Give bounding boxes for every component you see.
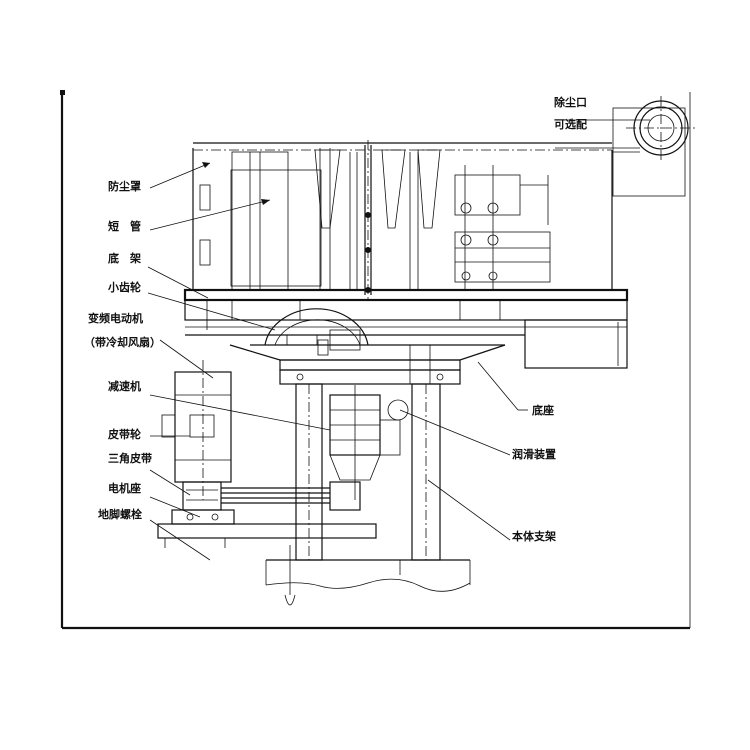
label-pulley: 皮带轮 bbox=[107, 427, 141, 441]
label-lubrication: 润滑装置 bbox=[512, 447, 556, 461]
label-small-gear: 小齿轮 bbox=[107, 280, 141, 294]
label-dust-port: 除尘口 bbox=[554, 95, 587, 109]
center-shaft bbox=[364, 140, 372, 300]
labels: 除尘口 可选配 防尘罩 短 管 底 架 小齿轮 变频电动机 （带冷却风扇） 减速… bbox=[84, 95, 587, 543]
gear-housing bbox=[229, 308, 506, 371]
right-assembly bbox=[454, 165, 551, 290]
label-base-seat: 底座 bbox=[532, 403, 554, 417]
label-base-frame: 底 架 bbox=[108, 251, 141, 265]
label-v-belt: 三角皮带 bbox=[108, 451, 152, 465]
foundation-shape bbox=[265, 545, 471, 606]
drawing-frame bbox=[60, 90, 691, 630]
label-vf-motor: 变频电动机 bbox=[88, 311, 143, 325]
motor-seat-shape bbox=[157, 509, 377, 548]
label-dust-cover: 防尘罩 bbox=[108, 179, 141, 193]
motor-shape bbox=[161, 360, 232, 500]
base-frame-shape bbox=[183, 288, 629, 369]
label-anchor-bolt: 地脚螺栓 bbox=[98, 507, 142, 521]
label-body-support: 本体支架 bbox=[512, 529, 556, 543]
dust-port-shape bbox=[612, 96, 696, 197]
label-reducer: 减速机 bbox=[108, 379, 141, 393]
leader-lines bbox=[147, 119, 650, 561]
dust-cover-shape bbox=[192, 142, 613, 291]
label-short-pipe: 短 管 bbox=[108, 219, 141, 233]
label-motor-seat: 电机座 bbox=[108, 481, 141, 495]
label-optional: 可选配 bbox=[554, 117, 587, 131]
label-with-fan: （带冷却风扇） bbox=[84, 335, 161, 349]
belt-drive-shape bbox=[182, 481, 361, 511]
base-seat-shape bbox=[279, 345, 461, 385]
reducer-shape bbox=[329, 385, 409, 500]
